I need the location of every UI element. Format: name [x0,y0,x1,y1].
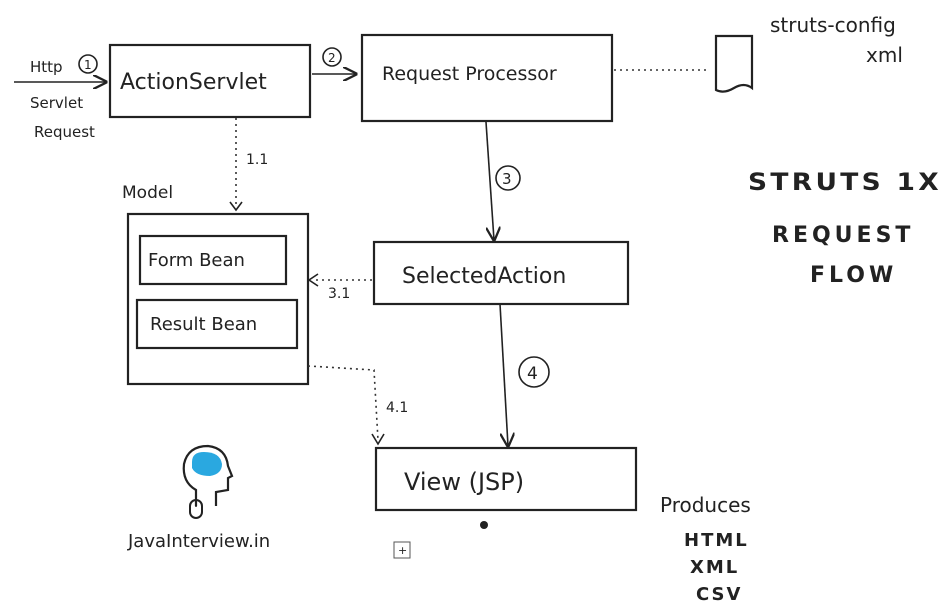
request-label: Request [34,123,95,141]
produces-heading: Produces [660,493,751,517]
model-box [126,212,310,386]
view-bottom-dot [480,521,488,529]
produces-item-xml: XML [690,557,739,578]
produces-item-html: HTML [684,530,749,551]
step-1-1-arrowhead [229,201,243,212]
request-processor-box [360,33,614,123]
action-servlet-label: ActionServlet [120,70,267,95]
config-label-line1: struts-config [770,13,896,37]
step-2-circle [322,47,342,67]
step-4-1-arrowhead [371,433,385,446]
config-label-line2: xml [866,43,903,67]
servlet-label: Servlet [30,94,83,112]
step-3-circle [495,165,521,191]
step-3-number: 3 [502,170,512,188]
step-4-arrow [499,303,508,446]
http-label: Http [30,58,63,76]
expand-button[interactable]: + [393,541,411,559]
result-bean-box [135,298,299,350]
step-1-circle [78,54,98,74]
step-4-number: 4 [527,364,538,384]
step-1-number: 1 [84,58,92,72]
produces-item-csv: CSV [696,584,742,605]
title-line-2: REQUEST [772,223,914,248]
step-4-circle [518,356,550,388]
result-bean-label: Result Bean [150,314,257,335]
model-label: Model [122,183,173,203]
selected-action-box [372,240,630,306]
step-3-arrow [485,121,494,240]
title-line-3: FLOW [810,263,897,288]
selected-action-label: SelectedAction [402,264,566,289]
step-4-1-arrow [307,365,379,441]
brand-site-name: JavaInterview.in [127,531,270,552]
brand-logo [182,444,234,519]
action-servlet-box [108,43,312,119]
form-bean-label: Form Bean [148,250,245,271]
brand-brain-icon [192,452,222,476]
brand-head-outline-icon [182,444,234,506]
expand-glyph: + [398,544,407,557]
step-3-1-arrowhead [307,273,319,287]
step-3-1-label: 3.1 [328,286,350,302]
step-4-1-label: 4.1 [386,400,408,416]
config-document-icon [714,34,754,93]
view-jsp-box [374,446,638,512]
view-jsp-label: View (JSP) [404,468,524,496]
form-bean-box [138,234,288,286]
step-2-number: 2 [328,51,336,65]
step-1-1-label: 1.1 [246,152,268,168]
title-line-1: STRUTS 1X [748,168,942,196]
request-processor-label: Request Processor [382,63,557,85]
